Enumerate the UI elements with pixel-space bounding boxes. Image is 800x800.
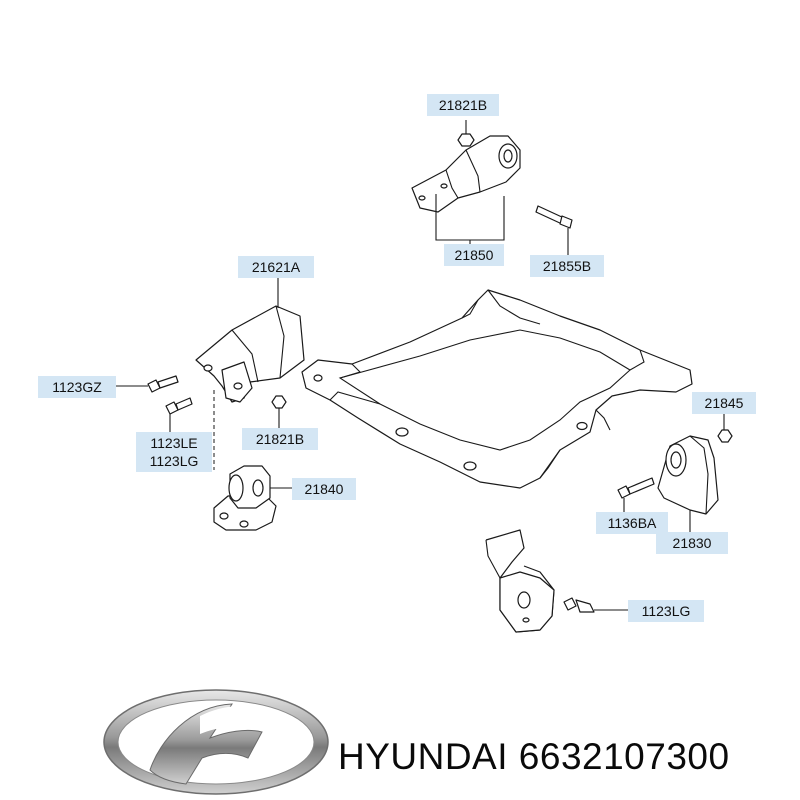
label-left-mount: 21840 (292, 478, 356, 500)
left-bolt-1123GZ-part (116, 375, 179, 393)
label-left-nut-text: 21821B (256, 431, 304, 447)
top-mount-leader (435, 194, 505, 244)
label-right-bolt: 1136BA (596, 512, 668, 534)
label-left-mount-text: 21840 (305, 481, 344, 497)
label-left-nut: 21821B (242, 428, 318, 450)
left-nut-part (271, 395, 287, 428)
top-bolt-part (535, 205, 573, 256)
label-left-bracket: 21621A (238, 256, 314, 278)
left-mount-21840 (213, 465, 292, 531)
top-mount-21850 (411, 135, 521, 213)
right-bolt-part (617, 477, 655, 512)
hyundai-logo-icon (103, 689, 329, 795)
label-right-nut: 21845 (692, 392, 756, 414)
top-nut-part (457, 120, 475, 147)
left-bracket-21621A (195, 305, 305, 403)
subframe (301, 289, 693, 489)
label-left-bolt-text: 1123GZ (52, 379, 102, 395)
right-mount-21830 (657, 435, 719, 532)
left-bolt-1123LE-part (165, 397, 193, 432)
label-left-bolt-le-lg: 1123LE 1123LG (136, 432, 212, 472)
label-top-bolt: 21855B (530, 255, 604, 277)
right-nut-part (717, 414, 733, 443)
label-left-bolt-le-text: 1123LE (150, 435, 197, 451)
label-top-bolt-text: 21855B (543, 258, 591, 274)
label-left-bracket-text: 21621A (252, 259, 301, 275)
label-top-nut: 21821B (427, 94, 499, 116)
label-right-mount-text: 21830 (673, 535, 712, 551)
label-top-nut-text: 21821B (439, 97, 487, 113)
label-right-mount: 21830 (656, 532, 728, 554)
brand-caption: HYUNDAI 6632107300 (338, 736, 730, 777)
label-top-mount: 21850 (444, 244, 504, 266)
label-right-bolt-text: 1136BA (608, 515, 657, 531)
label-right-nut-text: 21845 (705, 395, 744, 411)
label-left-bolt-lg-text: 1123LG (150, 453, 199, 469)
label-left-bolt: 1123GZ (38, 376, 116, 398)
bottom-bracket (485, 529, 555, 633)
bottom-bolt-part (563, 597, 628, 613)
label-top-mount-text: 21850 (455, 247, 494, 263)
label-bottom-bolt-text: 1123LG (642, 603, 691, 619)
label-bottom-bolt: 1123LG (628, 600, 704, 622)
